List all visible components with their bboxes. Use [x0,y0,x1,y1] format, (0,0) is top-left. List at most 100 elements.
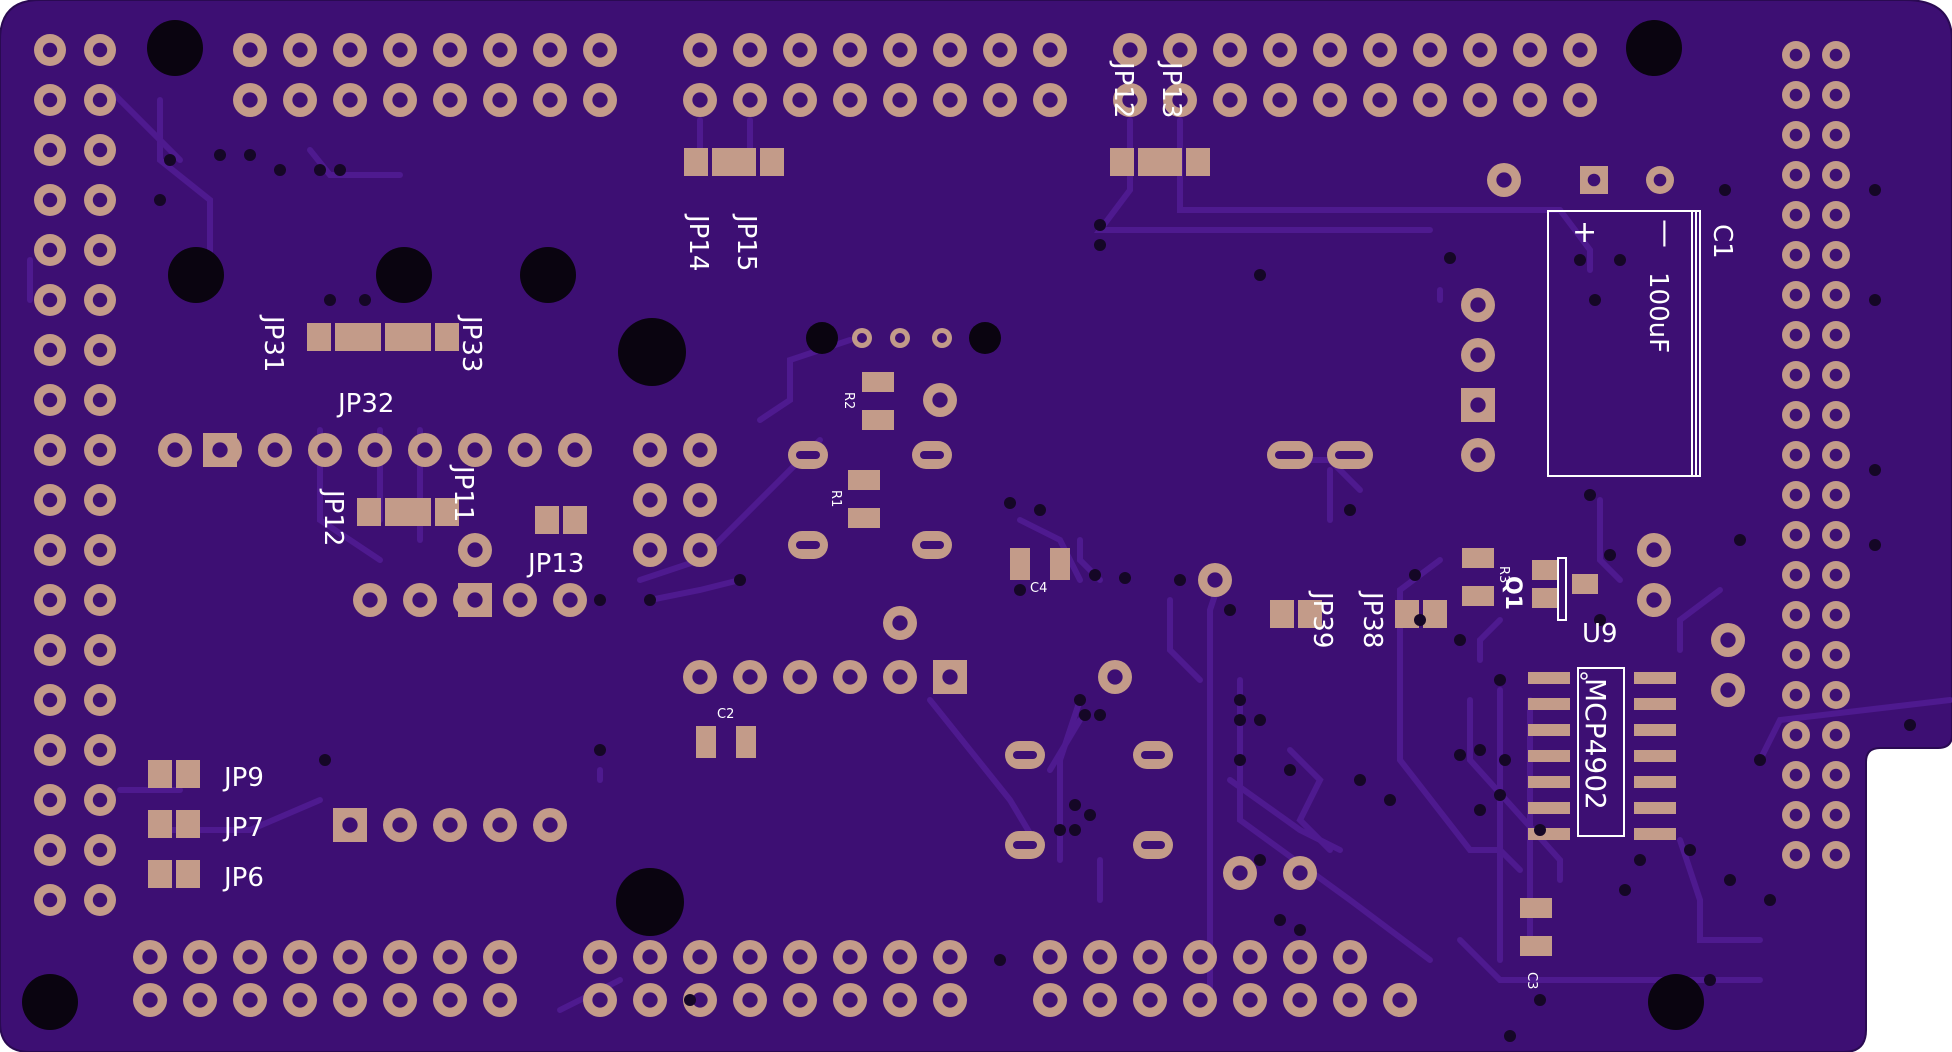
pad-drill [42,492,58,508]
smd-pad [1532,588,1558,608]
pad-drill [542,92,558,108]
pad-drill [1789,168,1803,182]
via [154,194,166,206]
oval-drill [1275,451,1305,459]
pad-drill [242,42,258,58]
pad-drill [392,992,408,1008]
pad-drill [1829,768,1843,782]
pad-drill [92,392,108,408]
pad-drill [42,692,58,708]
pad-drill [92,92,108,108]
r2-label: R2 [841,392,856,409]
smd-pad [1110,148,1134,176]
pad-drill [1829,288,1843,302]
smd-pad [1634,750,1676,762]
pad-drill [1142,949,1158,965]
pad-drill [742,42,758,58]
pad-drill [1172,42,1188,58]
via [1764,894,1776,906]
c1-plus-label: + [1572,215,1597,250]
pad-drill [1829,408,1843,422]
pad-drill [1122,42,1138,58]
pad-drill [1496,172,1512,188]
pad-drill [1342,992,1358,1008]
pad-drill [642,492,658,508]
pad-drill [1042,92,1058,108]
mounting-hole [520,247,576,303]
pad-drill [942,42,958,58]
pad-drill [492,92,508,108]
c3-label: C3 [1524,972,1539,989]
pad-drill [267,442,283,458]
smd-pad [1298,600,1322,628]
pad-drill [792,949,808,965]
pad-drill [1829,648,1843,662]
pad-drill [1422,92,1438,108]
pad-drill [92,142,108,158]
trace [1397,557,1523,873]
trace [157,97,213,263]
smd-pad [307,323,331,351]
via [1234,754,1246,766]
oval-drill [796,541,820,549]
via [1869,294,1881,306]
via [1499,754,1511,766]
via [1494,674,1506,686]
via [244,149,256,161]
pad-drill [292,42,308,58]
smd-pad [1634,698,1676,710]
jp32-label: JP32 [336,389,394,419]
via [1274,914,1286,926]
via [1504,1030,1516,1042]
via [1734,534,1746,546]
pad-drill [542,42,558,58]
via [1069,824,1081,836]
pad-drill [1372,42,1388,58]
trace [1677,837,1763,943]
via [1254,854,1266,866]
pad-drill [1789,448,1803,462]
via [1604,549,1616,561]
via [359,294,371,306]
pad-drill [642,992,658,1008]
pad-drill [42,192,58,208]
oval-drill [1335,451,1365,459]
smd-pad [1395,600,1419,628]
pad-drill [92,642,108,658]
pad-drill [592,949,608,965]
oval-drill [1141,841,1165,849]
c1-label: C1 [1707,224,1737,259]
pad-drill [442,949,458,965]
smd-pad [1528,802,1570,814]
vias [154,149,1916,1042]
via [594,744,606,756]
via [1869,184,1881,196]
via [1454,634,1466,646]
pad-drill [1292,865,1308,881]
smd-pad [1528,776,1570,788]
via [1254,714,1266,726]
pad-drill [692,442,708,458]
via [1584,489,1596,501]
pad-drill [42,842,58,858]
pad-drill [42,392,58,408]
jp13-top-label: JP13 [1156,60,1186,118]
pad-drill [342,949,358,965]
pad-drill [42,92,58,108]
pad-drill [292,92,308,108]
via [1004,497,1016,509]
smd-pad [1532,560,1558,580]
pad-drill [42,242,58,258]
trace [1167,597,1203,683]
pad-drill [92,342,108,358]
smd-pad [1462,586,1494,606]
pad-drill [92,692,108,708]
pad-drill [642,542,658,558]
pad-drill [1789,248,1803,262]
smd-pad [385,323,409,351]
jp14-label: JP14 [683,213,713,271]
pad-drill [1192,949,1208,965]
smd-pad [848,508,880,528]
pad-drill [1789,368,1803,382]
pad-drill [1829,848,1843,862]
